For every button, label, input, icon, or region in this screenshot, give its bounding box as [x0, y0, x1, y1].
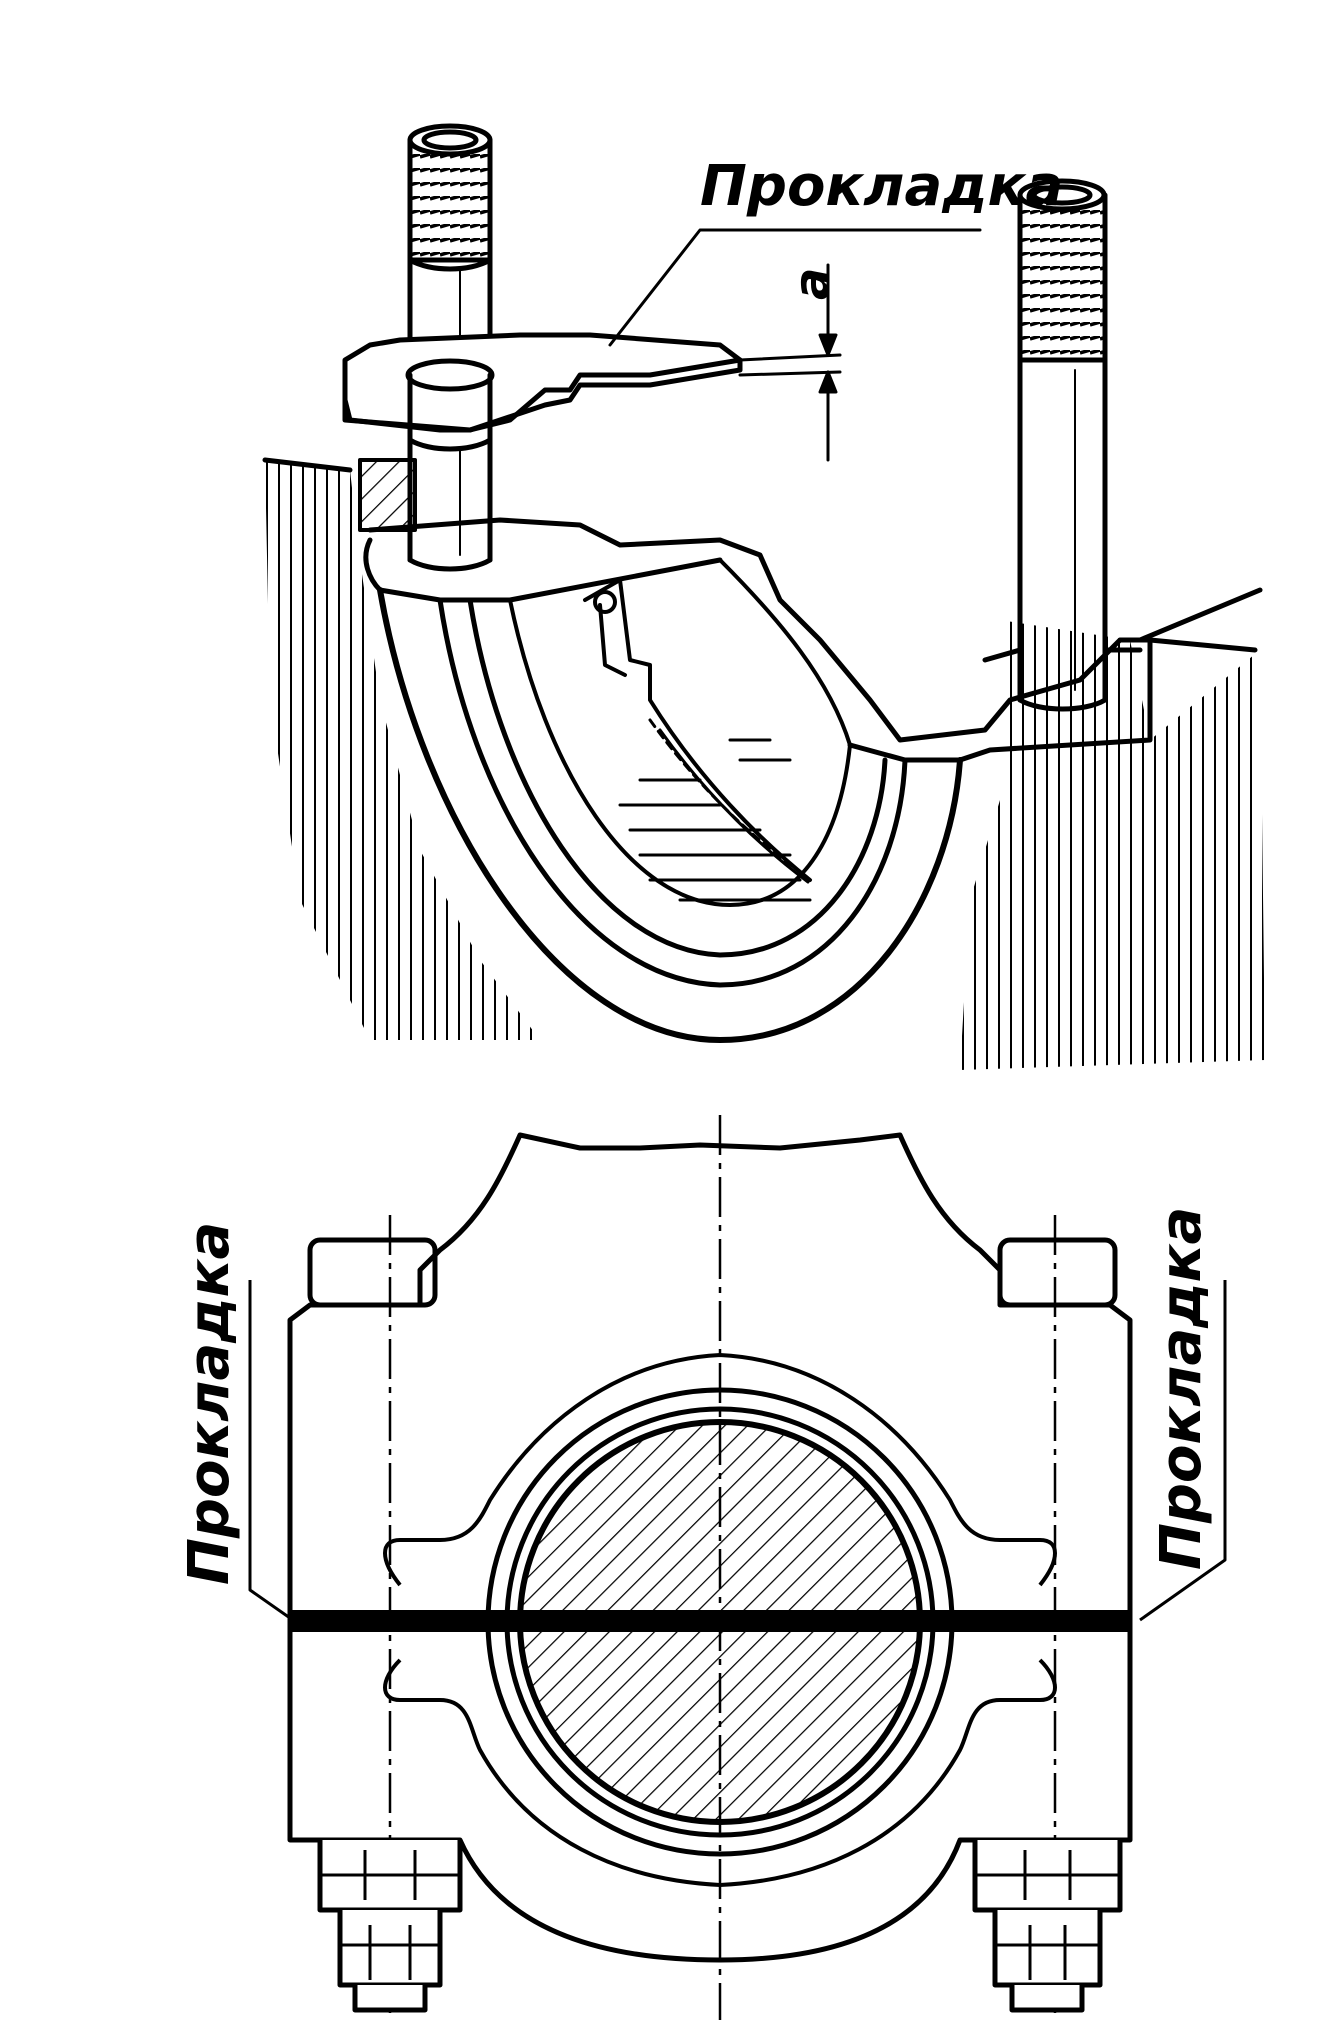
nut-bottom-left: [317, 1840, 463, 2013]
gasket-label-right: Прокладка: [1149, 1207, 1214, 1570]
gasket-leader-line-left: [248, 1280, 291, 1620]
stud-right: [982, 178, 1143, 712]
dimension-a-label: a: [784, 268, 840, 300]
shell-inner-shading: [618, 738, 812, 902]
top-isometric-view: [262, 123, 1265, 1070]
housing-top-face: [363, 517, 1153, 763]
stud-left: [407, 123, 493, 572]
nut-bottom-right: [972, 1840, 1123, 2013]
housing-hatching-right: [960, 587, 1265, 1070]
bolt-head-top-left: [307, 1237, 438, 1308]
bolt-head-top-right: [997, 1237, 1118, 1308]
gasket-plate: [342, 332, 743, 452]
dimension-a: [738, 263, 842, 462]
housing-hatching-left: [262, 457, 540, 1040]
centerlines: [388, 1115, 1057, 2020]
bottom-section-view: [248, 1115, 1227, 2020]
gasket-leader-line-right: [1139, 1280, 1227, 1622]
bearing-half-shell: [377, 557, 963, 1043]
gasket-label-left: Прокладка: [177, 1222, 242, 1585]
gasket-label-top: Прокладка: [700, 154, 1063, 219]
gasket-leader-line-top: [608, 228, 982, 347]
